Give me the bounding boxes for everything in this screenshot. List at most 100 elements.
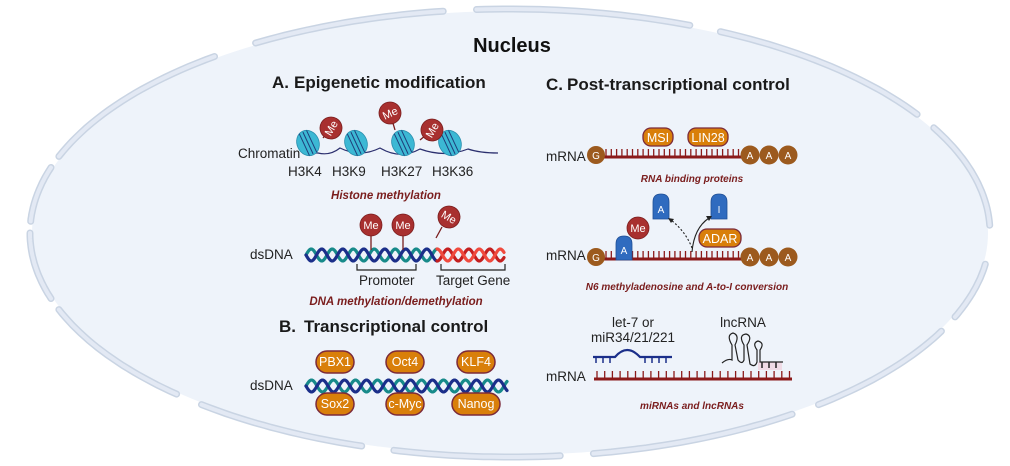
svg-text:Nanog: Nanog <box>458 397 495 411</box>
membrane-segment-inner <box>816 329 944 407</box>
poly-a-tail-nucleotide: A <box>740 145 760 165</box>
section-b-transcriptional: B. Transcriptional control dsDNA PBX1 Oct… <box>250 317 509 416</box>
lncrna-strand <box>721 332 783 370</box>
section-b-letter: B. <box>279 317 296 336</box>
svg-text:Oct4: Oct4 <box>392 355 418 369</box>
svg-text:KLF4: KLF4 <box>461 355 491 369</box>
histone-nucleosome <box>344 129 368 157</box>
transcription-factor-oct4: Oct4 <box>385 350 425 374</box>
histone-nucleosome <box>296 129 320 157</box>
svg-text:Me: Me <box>381 105 400 122</box>
membrane-segment-inner <box>591 412 795 456</box>
five-prime-cap: G <box>587 146 605 164</box>
section-a-letter: A. <box>272 73 289 92</box>
svg-text:c-Myc: c-Myc <box>388 397 421 411</box>
promoter-label: Promoter <box>359 273 415 288</box>
dsdna-label-b: dsDNA <box>250 378 293 393</box>
membrane-segment-inner <box>391 448 563 459</box>
membrane-segment-inner <box>56 54 217 159</box>
histone-mark-h3k36: H3K36 <box>432 164 473 179</box>
poly-a-tail-nucleotide: A <box>759 247 779 267</box>
transcription-factor-c-myc: c-Myc <box>385 392 425 416</box>
svg-text:A: A <box>785 151 792 162</box>
methyl-group-promoter-1: Me <box>359 213 383 237</box>
dna-strand <box>304 247 439 263</box>
histone-mark-h3k4: H3K4 <box>288 164 322 179</box>
section-c-heading: Post-transcriptional control <box>567 75 790 94</box>
chromatin-fiber <box>305 147 499 155</box>
five-prime-cap: G <box>587 248 605 266</box>
svg-text:Me: Me <box>363 220 378 232</box>
rbp-caption: RNA binding proteins <box>641 174 744 185</box>
section-c-letter: C. <box>546 75 563 94</box>
svg-text:Me: Me <box>630 223 645 235</box>
svg-text:A: A <box>766 151 773 162</box>
membrane-segment-inner <box>56 307 179 397</box>
histone-mark-h3k27: H3K27 <box>381 164 422 179</box>
membrane-segment-inner <box>199 402 364 448</box>
lncrna-binding-region <box>758 362 782 370</box>
poly-a-tail-nucleotide: A <box>759 145 779 165</box>
histone-caption: Histone methylation <box>331 190 441 202</box>
mrna-label-2: mRNA <box>546 248 586 263</box>
rbp-msi: MSI <box>642 127 674 147</box>
methyl-group-histone: Me <box>378 101 402 125</box>
section-b-heading: Transcriptional control <box>304 317 488 336</box>
svg-text:ADAR: ADAR <box>703 232 738 246</box>
membrane-segment-inner <box>718 29 920 117</box>
svg-text:Me: Me <box>395 220 410 232</box>
inosine-base: I <box>710 193 728 220</box>
svg-text:Sox2: Sox2 <box>321 397 350 411</box>
dna-strand <box>304 378 509 394</box>
methyl-group-promoter-2: Me <box>391 213 415 237</box>
svg-text:A: A <box>747 151 754 162</box>
conversion-arrow <box>691 217 710 253</box>
chromatin-label: Chromatin <box>238 146 300 161</box>
membrane-segment-inner <box>474 7 692 28</box>
released-adenosine: A <box>652 193 670 220</box>
mrna-label-3: mRNA <box>546 369 586 384</box>
m6a-methyl-group: Me <box>626 216 650 240</box>
target-gene-bracket <box>440 264 506 271</box>
dsdna-helix-a <box>304 247 506 263</box>
svg-text:I: I <box>718 205 721 216</box>
adar-enzyme: ADAR <box>698 228 742 248</box>
mirna-strand <box>593 348 672 363</box>
svg-text:A: A <box>658 205 665 216</box>
promoter-bracket <box>356 264 417 271</box>
svg-text:G: G <box>592 151 600 162</box>
svg-text:LIN28: LIN28 <box>691 131 724 145</box>
target-gene-label: Target Gene <box>436 273 510 288</box>
membrane-segment-inner <box>931 125 992 228</box>
mirna-label-line2: miR34/21/221 <box>591 330 675 345</box>
release-arrow <box>670 219 693 249</box>
nucleus-body <box>32 11 988 455</box>
target-gene-strand <box>435 247 506 263</box>
svg-text:A: A <box>747 253 754 264</box>
methyl-group-detaching: Me <box>437 205 461 229</box>
svg-text:A: A <box>785 253 792 264</box>
svg-text:A: A <box>621 246 628 257</box>
membrane-segment-inner <box>28 165 53 224</box>
svg-text:PBX1: PBX1 <box>319 355 351 369</box>
histone-nucleosome <box>438 129 462 157</box>
transcription-factor-sox2: Sox2 <box>315 392 355 416</box>
section-a-epigenetic: A. Epigenetic modification Chromatin MeM… <box>238 73 510 308</box>
rbp-lin28: LIN28 <box>687 127 729 147</box>
mirna-label-line1: let-7 or <box>612 315 655 330</box>
poly-a-tail-nucleotide: A <box>778 145 798 165</box>
mrna-label-1: mRNA <box>546 149 586 164</box>
membrane-segment-inner <box>253 9 446 45</box>
poly-a-tail-nucleotide: A <box>740 247 760 267</box>
membrane-segment-inner <box>28 231 53 301</box>
membrane-segment-inner <box>953 262 988 319</box>
m6a-adenosine: A <box>615 235 633 261</box>
methyl-group-histone: Me <box>319 116 343 140</box>
mrna-strand-ncrna <box>594 371 792 381</box>
lncrna-label: lncRNA <box>720 315 766 330</box>
methyl-group-histone: Me <box>420 118 444 142</box>
dna-methylation-caption: DNA methylation/demethylation <box>309 296 482 308</box>
